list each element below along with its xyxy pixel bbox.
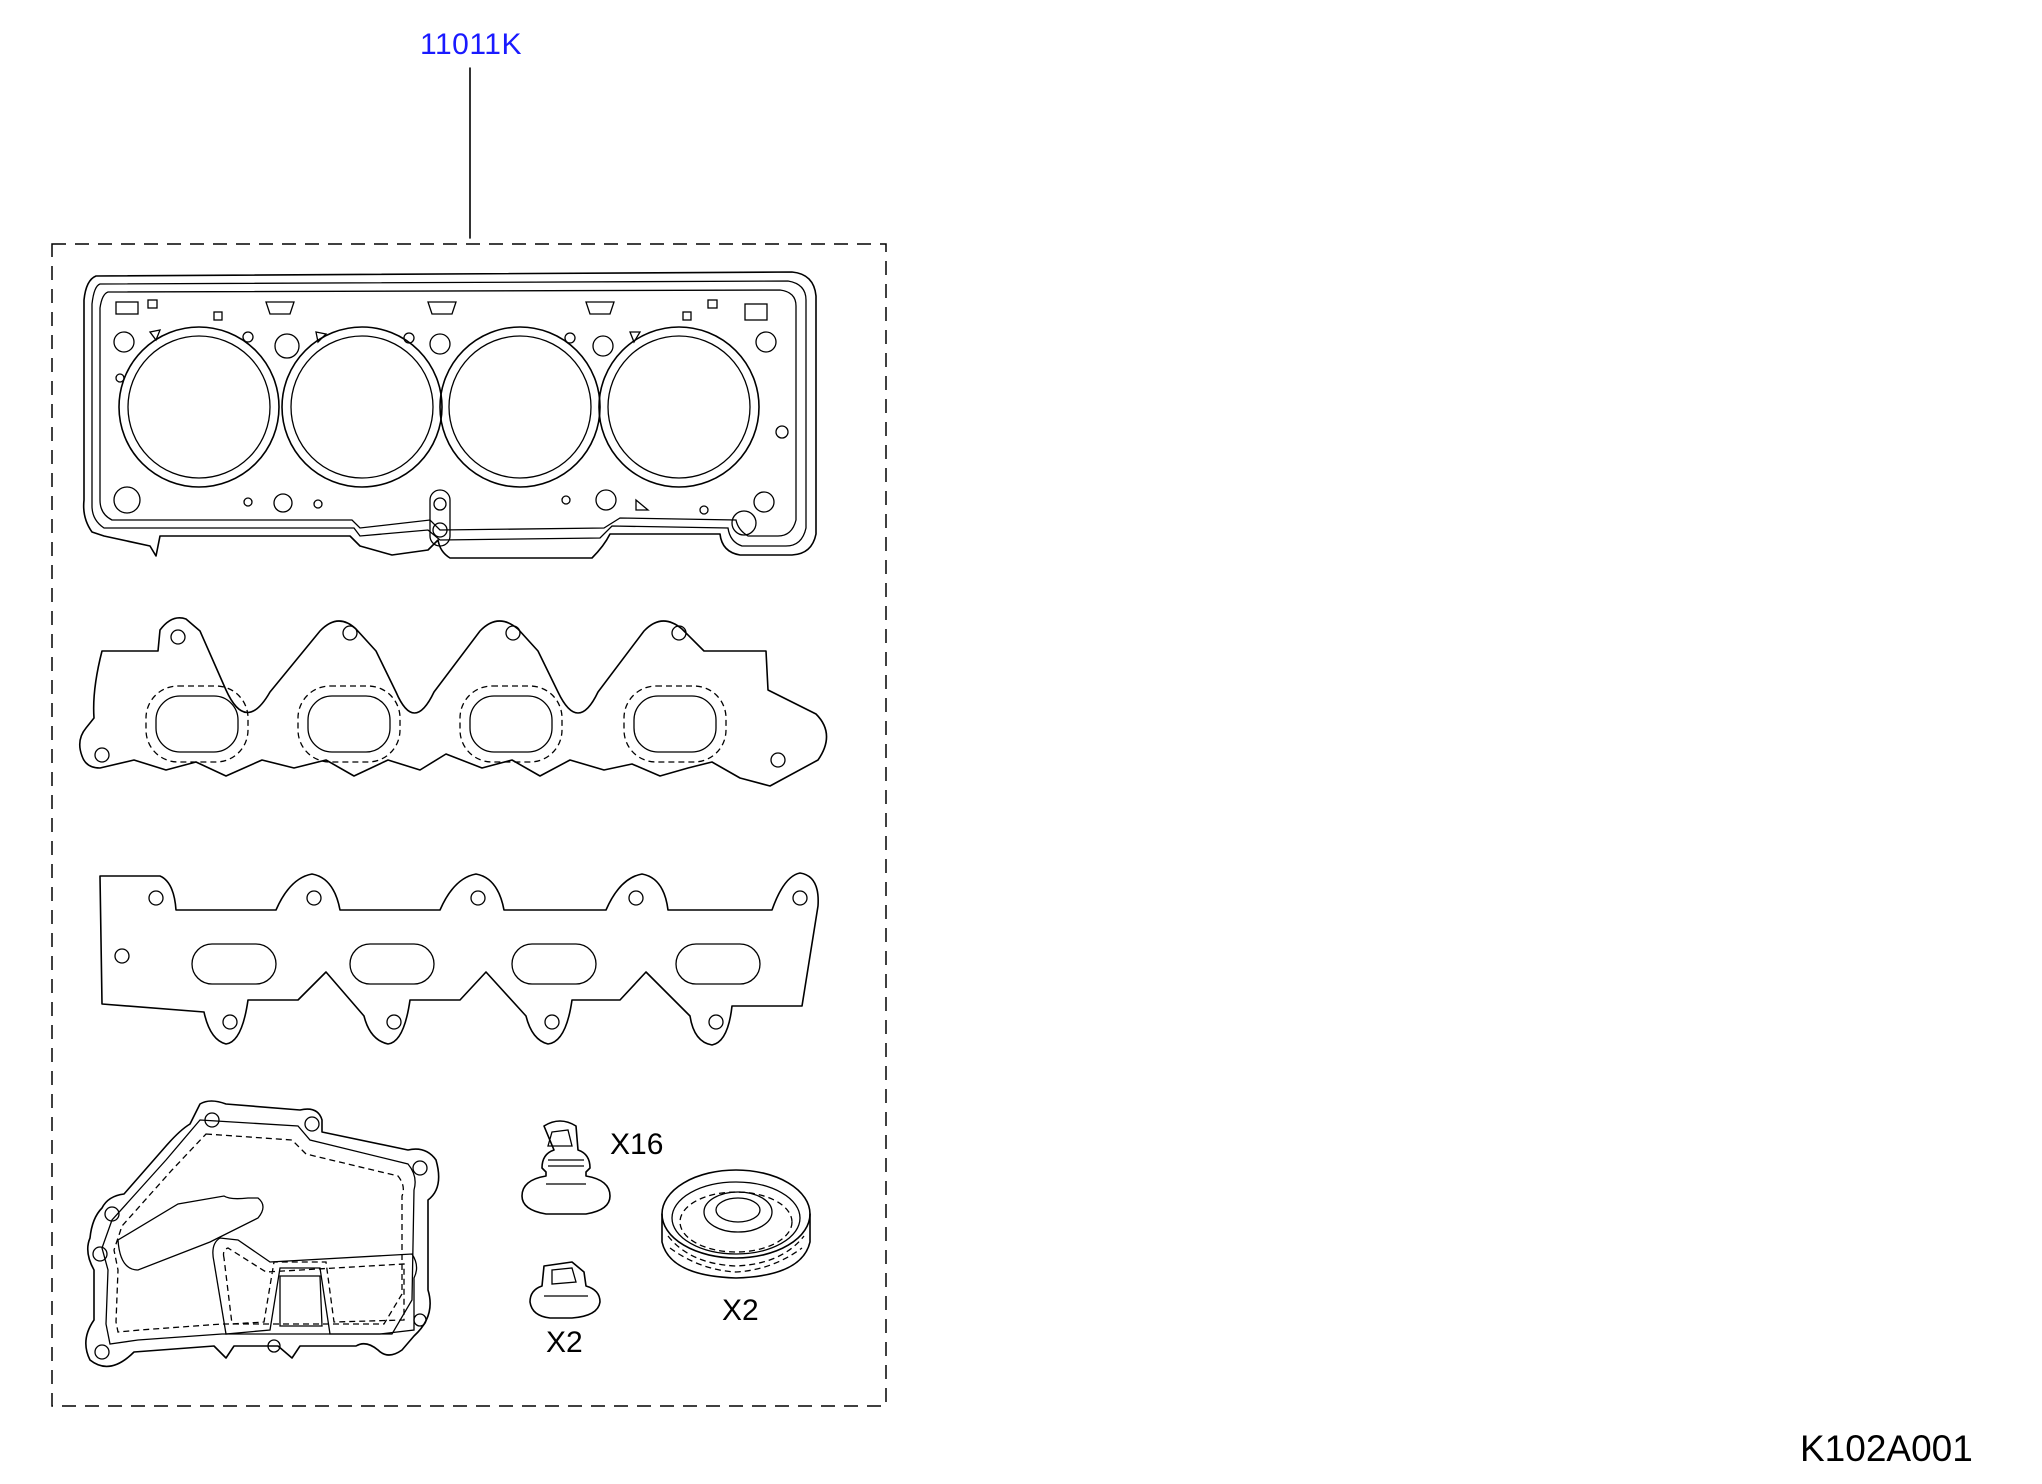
diagram-code: K102A001 [1800,1428,1973,1469]
cylinder-head-gasket [82,271,817,559]
seal-quantity-label: X2 [722,1294,759,1327]
kit-boundary [51,243,887,1407]
nut-quantity-label: X2 [546,1326,583,1359]
intake-manifold-gasket [78,617,828,787]
seal-part [661,1169,811,1279]
cover-gasket [85,1100,440,1368]
exhaust-manifold-gasket [99,872,819,1046]
nut-part [529,1261,601,1319]
part-number-callout[interactable]: 11011K [420,28,522,61]
bolt-part [521,1120,611,1215]
bolt-quantity-label: X16 [610,1128,664,1161]
